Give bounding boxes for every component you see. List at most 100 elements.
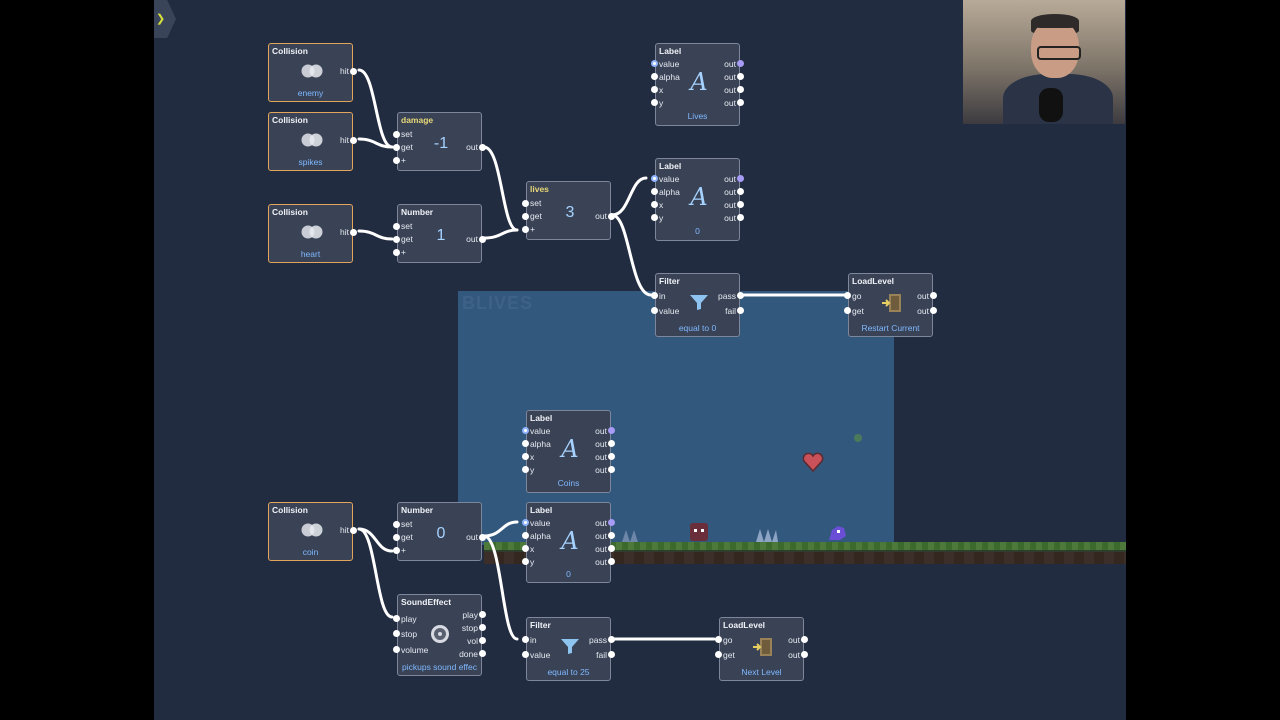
node-caption: Coins [557, 478, 580, 488]
x-port[interactable] [651, 86, 658, 93]
out-port[interactable] [737, 99, 744, 106]
collision-node-enemy[interactable]: Collision hit enemy [268, 43, 357, 102]
collision-node-heart[interactable]: Collision hit heart [268, 204, 357, 263]
set-port[interactable] [522, 200, 529, 207]
lives-variable-node[interactable]: lives set get + 3 out [522, 181, 615, 240]
value-port[interactable] [522, 651, 529, 658]
value-port[interactable] [522, 519, 529, 526]
x-port[interactable] [651, 201, 658, 208]
get-port[interactable] [715, 651, 722, 658]
label-glyph-icon: A [561, 435, 579, 463]
volume-port[interactable] [393, 646, 400, 653]
play-port[interactable] [393, 615, 400, 622]
pass-port[interactable] [737, 292, 744, 299]
y-port[interactable] [651, 214, 658, 221]
vol-out-port[interactable] [479, 637, 486, 644]
loadlevel-node-next[interactable]: LoadLevel go get out out Next Level [715, 617, 808, 681]
add-port[interactable] [393, 249, 400, 256]
value-port[interactable] [651, 175, 658, 182]
out-port[interactable] [608, 440, 615, 447]
out-port[interactable] [930, 292, 937, 299]
hit-port[interactable] [350, 527, 357, 534]
out-port[interactable] [479, 144, 486, 151]
out-port[interactable] [608, 466, 615, 473]
go-port[interactable] [844, 292, 851, 299]
label-node-coins-value[interactable]: Label value alpha x y A out out out out … [522, 502, 615, 583]
out-port[interactable] [479, 534, 486, 541]
stop-out-port[interactable] [479, 624, 486, 631]
x-port[interactable] [522, 453, 529, 460]
out-port[interactable] [608, 453, 615, 460]
label-node-lives-value[interactable]: Label value alpha x y A out out out out … [651, 158, 744, 241]
out-port[interactable] [608, 532, 615, 539]
soundeffect-node[interactable]: SoundEffect play stop volume play stop v… [393, 594, 486, 676]
x-port[interactable] [522, 545, 529, 552]
out-port[interactable] [930, 307, 937, 314]
pass-port[interactable] [608, 636, 615, 643]
y-port[interactable] [522, 466, 529, 473]
out-port[interactable] [479, 236, 486, 243]
out-port[interactable] [737, 201, 744, 208]
out-port[interactable] [801, 636, 808, 643]
get-port[interactable] [393, 534, 400, 541]
variable-value: 3 [565, 204, 575, 221]
label-node-coins[interactable]: Label value alpha x y A out out out out … [522, 410, 615, 493]
out-port[interactable] [608, 519, 615, 526]
expand-toolbar-button[interactable]: ❯ [154, 0, 176, 38]
out-port[interactable] [737, 60, 744, 67]
loadlevel-node-restart[interactable]: LoadLevel go get out out Restart Current [844, 273, 937, 337]
out-port[interactable] [737, 86, 744, 93]
alpha-port[interactable] [651, 73, 658, 80]
alpha-port[interactable] [522, 440, 529, 447]
port-label: vol [467, 636, 478, 646]
speaker-knob-icon [431, 625, 449, 643]
get-port[interactable] [522, 213, 529, 220]
add-port[interactable] [393, 547, 400, 554]
hit-port[interactable] [350, 137, 357, 144]
collision-node-spikes[interactable]: Collision hit spikes [268, 112, 357, 171]
filter-node-coins[interactable]: Filter in value pass fail equal to 25 [522, 617, 615, 681]
play-out-port[interactable] [479, 611, 486, 618]
go-port[interactable] [715, 636, 722, 643]
in-port[interactable] [522, 636, 529, 643]
set-port[interactable] [393, 223, 400, 230]
collision-node-coin[interactable]: Collision hit coin [268, 502, 357, 561]
y-port[interactable] [651, 99, 658, 106]
set-port[interactable] [393, 131, 400, 138]
fail-port[interactable] [737, 307, 744, 314]
number-node-0[interactable]: Number set get + 0 out [393, 502, 486, 561]
port-label: alpha [659, 72, 680, 82]
label-node-lives[interactable]: Label value alpha x y A out out out out … [651, 43, 744, 126]
alpha-port[interactable] [522, 532, 529, 539]
in-port[interactable] [651, 292, 658, 299]
node-title: Collision [272, 207, 308, 217]
filter-node-lives[interactable]: Filter in value pass fail equal to 0 [651, 273, 744, 337]
out-port[interactable] [737, 214, 744, 221]
out-port[interactable] [737, 175, 744, 182]
hit-port[interactable] [350, 68, 357, 75]
get-port[interactable] [393, 236, 400, 243]
out-port[interactable] [608, 427, 615, 434]
add-port[interactable] [393, 157, 400, 164]
out-port[interactable] [608, 558, 615, 565]
out-port[interactable] [608, 213, 615, 220]
value-port[interactable] [651, 307, 658, 314]
set-port[interactable] [393, 521, 400, 528]
alpha-port[interactable] [651, 188, 658, 195]
add-port[interactable] [522, 226, 529, 233]
get-port[interactable] [393, 144, 400, 151]
fail-port[interactable] [608, 651, 615, 658]
number-node-1[interactable]: Number set get + 1 out [393, 204, 486, 263]
stop-port[interactable] [393, 630, 400, 637]
out-port[interactable] [737, 73, 744, 80]
get-port[interactable] [844, 307, 851, 314]
out-port[interactable] [737, 188, 744, 195]
out-port[interactable] [608, 545, 615, 552]
value-port[interactable] [522, 427, 529, 434]
damage-variable-node[interactable]: damage set get + -1 out [393, 112, 486, 171]
y-port[interactable] [522, 558, 529, 565]
out-port[interactable] [801, 651, 808, 658]
value-port[interactable] [651, 60, 658, 67]
hit-port[interactable] [350, 229, 357, 236]
done-out-port[interactable] [479, 650, 486, 657]
